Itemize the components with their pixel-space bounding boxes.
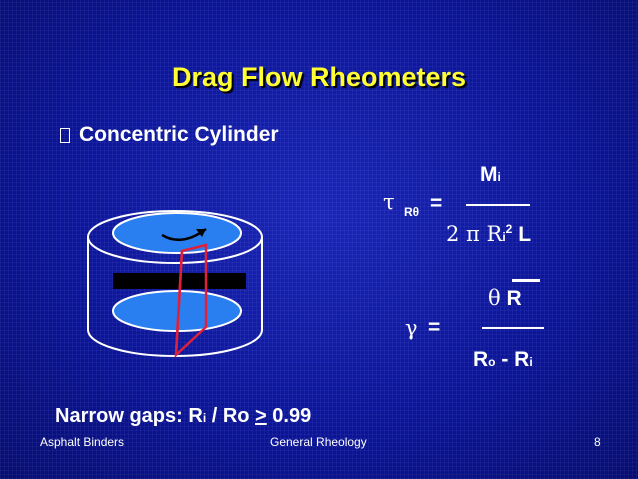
tau-subscript: Rθ (404, 205, 420, 219)
gamma-symbol: γ (405, 316, 418, 340)
tau-symbol: τ (383, 190, 395, 214)
page-number: 8 (594, 435, 601, 449)
gamma-numerator: θ R (488, 286, 522, 310)
upper-inner-disc (112, 212, 242, 254)
tau-fraction-bar (466, 204, 530, 206)
concentric-cylinder-diagram (87, 210, 263, 359)
bullet-box-icon (60, 128, 70, 143)
footer-center: General Rheology (270, 435, 367, 449)
bullet-text: Concentric Cylinder (79, 123, 279, 146)
shear-plane-edge (174, 250, 184, 356)
gamma-equals: = (428, 316, 441, 339)
gamma-denominator: Ro - Ri (473, 348, 533, 371)
tau-numerator: Mi (480, 163, 501, 186)
narrow-gaps-note: Narrow gaps: Ri / Ro > 0.99 (55, 405, 312, 427)
footer-left: Asphalt Binders (40, 435, 125, 449)
gamma-fraction-bar (482, 327, 544, 329)
tau-equals: = (430, 192, 443, 215)
arrow-head-icon (196, 229, 206, 237)
tau-denominator: 2 π Ri2 L (446, 222, 532, 246)
slide-title: Drag Flow Rheometers (171, 62, 467, 92)
overbar (512, 279, 540, 282)
